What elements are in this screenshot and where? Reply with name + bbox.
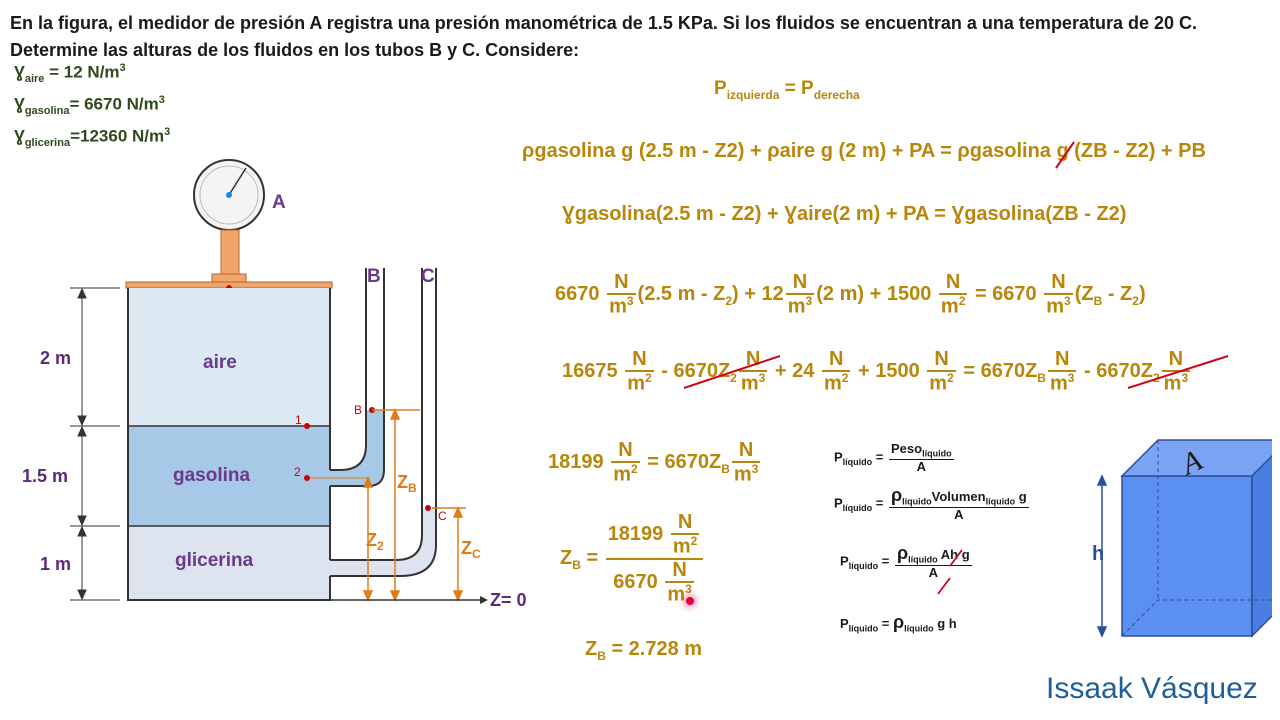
z2-label: Z2 [366, 530, 384, 553]
gauge-stem [220, 229, 240, 277]
strike-f3-den [937, 577, 951, 595]
cursor-pointer [686, 597, 694, 605]
prism-height-label: h [1092, 543, 1104, 565]
layer-glicerina [128, 526, 330, 600]
zc-label: ZC [461, 538, 481, 561]
layer-gasolina [128, 426, 330, 526]
tube-b-label: B [367, 266, 381, 287]
balance-equation: Pizquierda = Pderecha [714, 78, 860, 102]
dim-glicerina: 1 m [40, 554, 71, 574]
datum-label: Z= 0 [490, 590, 527, 610]
label-glicerina: glicerina [175, 550, 254, 571]
dim-aire: 2 m [40, 348, 71, 368]
result-zb: ZB = 2.728 m [585, 638, 703, 663]
problem-statement: En la figura, el medidor de presión A re… [10, 13, 1197, 60]
prism-top [1120, 439, 1272, 477]
brand-watermark: Issaak Vásquez [1046, 672, 1258, 705]
strike-f3-a [949, 549, 963, 567]
point-b: B [354, 403, 362, 417]
equation-1: ρgasolina g (2.5 m - Z2) + ρaire g (2 m)… [522, 140, 1206, 163]
label-gasolina: gasolina [173, 465, 251, 486]
strike-pb [1055, 141, 1075, 169]
strike-right-term [1127, 355, 1229, 389]
zb-label: ZB [397, 472, 417, 495]
dim-gasolina: 1.5 m [22, 466, 68, 486]
tank-diagram: A A B C aire gasolina glicerina 2 m 1.5 … [22, 159, 527, 610]
gauge-label: A [272, 192, 286, 213]
label-aire: aire [203, 352, 237, 373]
eq1-text: ρgasolina g (2.5 m - Z2) + ρaire g (2 m)… [522, 140, 1206, 162]
equation-2: Ɣgasolina(2.5 m - Z2) + Ɣaire(2 m) + PA … [562, 203, 1127, 225]
layer-aire [128, 288, 330, 426]
formula-4: Plíquido = ρlíquido g h [840, 612, 957, 634]
point-1: 1 [295, 413, 302, 427]
prism-side [1251, 454, 1272, 638]
prism-front [1121, 475, 1253, 637]
point-2: 2 [294, 465, 301, 479]
gamma-aire: Ɣaire = 12 N/m3 [14, 62, 126, 86]
tube-c-fluid [330, 508, 436, 576]
tube-b-fluid [330, 410, 384, 486]
prism-diagram: A h [1092, 439, 1272, 638]
tube-c-label: C [421, 266, 435, 287]
gamma-glicerina: Ɣglicerina=12360 N/m3 [14, 126, 171, 150]
gamma-gasolina: Ɣgasolina= 6670 N/m3 [14, 94, 165, 118]
strike-left-term [683, 355, 781, 389]
tube-c [330, 268, 423, 561]
tube-b [330, 268, 367, 471]
point-c: C [438, 509, 447, 523]
